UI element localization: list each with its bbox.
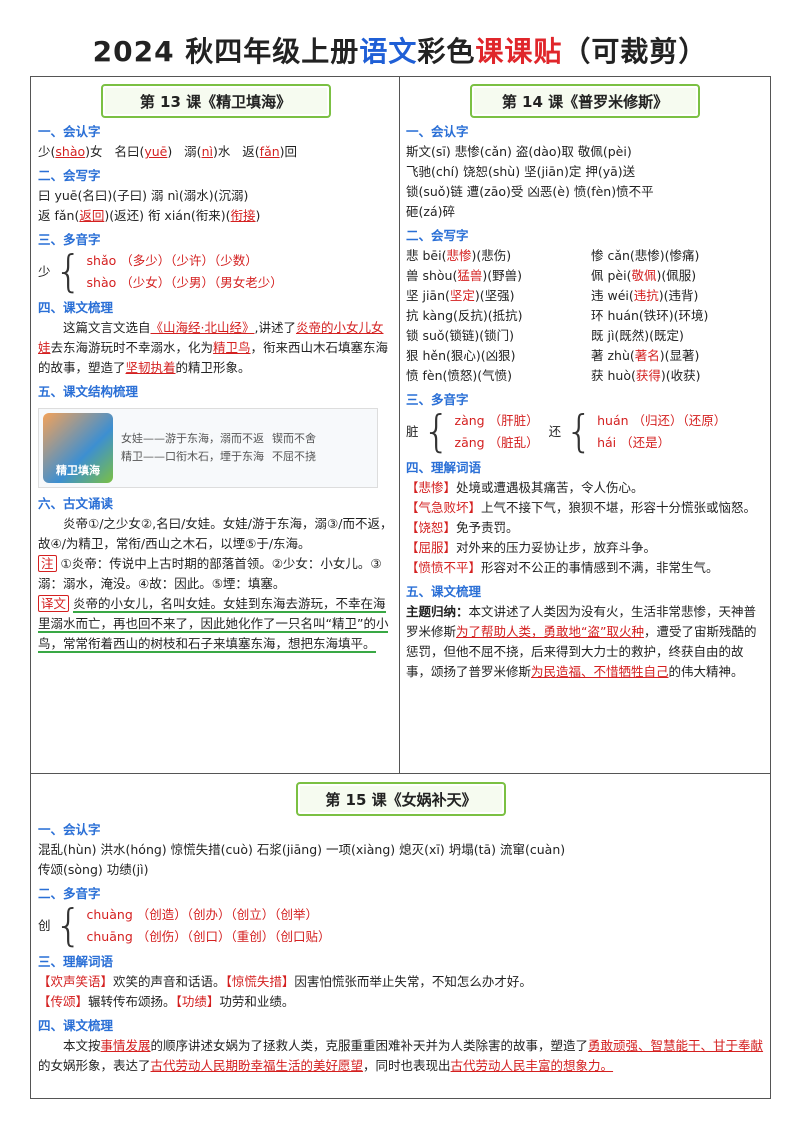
brace-icon: {	[422, 406, 451, 457]
lesson-14-card: 第 14 课《普罗米修斯》 一、会认字 斯文(sī) 悲惨(cǎn) 盗(dào…	[406, 84, 764, 682]
title-part: 彩色	[417, 35, 476, 68]
write-row: 兽 shòu(猛兽)(野兽)佩 pèi(敬佩)(佩服)	[406, 268, 697, 283]
polyphone-line: shǎo （多少）（少许）（少数）	[86, 253, 258, 268]
polyphone-line: shào （少女）（少男）（男女老少）	[86, 275, 283, 290]
section-heading: 五、课文结构梳理	[38, 384, 139, 399]
polyphone-group: 少 { shǎo （多少）（少许）（少数）shào （少女）（少男）（男女老少）	[38, 250, 393, 294]
section-heading: 三、多音字	[406, 392, 469, 407]
section-heading: 二、多音字	[38, 886, 101, 901]
section-heading: 三、理解词语	[38, 954, 114, 969]
title-part: 2024 秋四年级上册	[92, 35, 360, 68]
section-heading: 二、会写字	[406, 228, 469, 243]
row-divider	[30, 773, 771, 774]
section-heading: 四、课文梳理	[38, 300, 114, 315]
section-heading: 三、多音字	[38, 232, 101, 247]
section-heading: 六、古文诵读	[38, 496, 114, 511]
polyphone-group: 还{ huán （归还）（还原）hái （还是）	[548, 406, 727, 457]
translation: 译文 炎帝的小女儿，名叫女娃。女娃到东海去游玩，不幸在海里溺水而亡，再也回不来了…	[38, 595, 389, 653]
classical-text: 炎帝①/之少女②,名曰/女娃。女娃/游于东海，溺③/而不返，故④/为精卫，常衔/…	[38, 516, 393, 551]
content-frame	[30, 76, 771, 1099]
lesson-badge: 第 14 课《普罗米修斯》	[470, 84, 700, 118]
annotation: 注 ①炎帝：传说中上古时期的部落首领。②少女：小女儿。③溺：溺水，淹没。④故：因…	[38, 555, 382, 591]
vocab-item: 【欢声笑语】欢笑的声音和话语。【惊慌失措】因害怕慌张而举止失常，不知怎么办才好。	[38, 974, 532, 989]
write-row: 锁 suǒ(锁链)(锁门)既 jì(既然)(既定)	[406, 328, 684, 343]
structure-conclusion: 锲而不舍不屈不挠	[272, 432, 316, 463]
write-row: 曰 yuē(名曰)(子曰) 溺 nì(溺水)(沉溺)	[38, 188, 249, 203]
write-row: 愤 fèn(愤怒)(气愤)获 huò(获得)(收获)	[406, 368, 701, 383]
brace-icon: {	[54, 900, 83, 951]
column-divider	[399, 76, 400, 773]
jingwei-bird-icon: 精卫填海	[43, 413, 113, 483]
vocab-item: 【气急败坏】上气不接下气，狼狈不堪，形容十分慌张或恼怒。	[406, 500, 757, 515]
recognize-row: 锁(suǒ)链 遭(zāo)受 凶恶(è) 愤(fèn)愤不平	[406, 184, 654, 199]
recognize-row: 飞驰(chí) 饶恕(shù) 坚(jiān)定 押(yā)送	[406, 164, 636, 179]
section-heading: 一、会认字	[406, 124, 469, 139]
brace-icon: {	[54, 246, 83, 297]
brace-icon: {	[565, 406, 594, 457]
lesson-badge: 第 15 课《女娲补天》	[296, 782, 506, 816]
polyphone-group: 创{ chuàng （创造）（创办）（创立）（创举）chuāng （创伤）（创口…	[38, 900, 331, 951]
section-heading: 一、会认字	[38, 822, 101, 837]
section-heading: 一、会认字	[38, 124, 101, 139]
polyphone-group: 脏{ zàng （肝脏）zāng （脏乱）	[406, 406, 539, 457]
vocab-item: 【屈服】对外来的压力妥协让步，放弃斗争。	[406, 540, 657, 555]
lesson-15-card: 第 15 课《女娲补天》 一、会认字 混乱(hùn) 洪水(hóng) 惊慌失措…	[38, 782, 764, 1076]
vocab-item: 【饶恕】免予责罚。	[406, 520, 519, 535]
recognize-row: 传颂(sòng) 功绩(jì)	[38, 862, 149, 877]
section-heading: 四、课文梳理	[38, 1018, 114, 1033]
vocab-list: 【悲惨】处境或遭遇极其痛苦，令人伤心。 【气急败坏】上气不接下气，狼狈不堪，形容…	[406, 478, 764, 578]
polyphone-char: 少	[38, 264, 51, 279]
title-part: 语文	[359, 35, 418, 68]
vocab-item: 【传颂】辗转传布颂扬。【功绩】功劳和业绩。	[38, 994, 295, 1009]
write-row: 抗 kàng(反抗)(抵抗)环 huán(铁环)(环境)	[406, 308, 709, 323]
page-title: 2024 秋四年级上册语文彩色课课贴（可裁剪）	[0, 30, 800, 70]
summary-paragraph: 这篇文言文选自《山海经·北山经》,讲述了炎帝的小女儿女娃去东海游玩时不幸溺水，化…	[38, 320, 389, 375]
recognize-row: 混乱(hùn) 洪水(hóng) 惊慌失措(cuò) 石浆(jiāng) 一项(…	[38, 842, 566, 857]
section-heading: 四、理解词语	[406, 460, 482, 475]
lesson-13-card: 第 13 课《精卫填海》 一、会认字 少(shào)女 名曰(yuē) 溺(nì…	[38, 84, 393, 654]
polyphone-row: 脏{ zàng （肝脏）zāng （脏乱） 还{ huán （归还）（还原）há…	[406, 410, 764, 454]
recognize-row: 斯文(sī) 悲惨(cǎn) 盗(dào)取 敬佩(pèi)	[406, 144, 632, 159]
write-row: 悲 bēi(悲惨)(悲伤)惨 cǎn(悲惨)(惨痛)	[406, 248, 700, 263]
structure-box: 女娃——游于东海，溺而不返精卫——口衔木石，堙于东海	[121, 432, 264, 463]
lesson-badge: 第 13 课《精卫填海》	[100, 84, 331, 118]
vocab-item: 【悲惨】处境或遭遇极其痛苦，令人伤心。	[406, 480, 644, 495]
recognize-row: 少(shào)女 名曰(yuē) 溺(nì)水 返(fǎn)回	[38, 144, 298, 159]
summary-paragraph: 主题归纳：本文讲述了人类因为没有火，生活非常悲惨，天神普罗米修斯为了帮助人类，勇…	[406, 604, 757, 679]
summary-paragraph: 本文按事情发展的顺序讲述女娲为了拯救人类，克服重重困难补天并为人类除害的故事，塑…	[38, 1038, 764, 1073]
section-heading: 二、会写字	[38, 168, 101, 183]
vocab-item: 【愤愤不平】形容对不公正的事情感到不满，非常生气。	[406, 560, 719, 575]
title-part: 课课贴	[475, 35, 563, 68]
write-grid: 悲 bēi(悲惨)(悲伤)惨 cǎn(悲惨)(惨痛) 兽 shòu(猛兽)(野兽…	[406, 246, 764, 386]
section-heading: 五、课文梳理	[406, 584, 482, 599]
recognize-row: 砸(zá)碎	[406, 204, 455, 219]
write-row: 返 fǎn(返回)(返还) 衔 xián(衔来)(衔接)	[38, 208, 261, 223]
title-part: （可裁剪）	[562, 35, 708, 68]
structure-diagram: 精卫填海 女娃——游于东海，溺而不返精卫——口衔木石，堙于东海 锲而不舍不屈不挠	[38, 408, 378, 488]
write-row: 狠 hěn(狠心)(凶狠)著 zhù(著名)(显著)	[406, 348, 700, 363]
write-row: 坚 jiān(坚定)(坚强)违 wéi(违抗)(违背)	[406, 288, 699, 303]
